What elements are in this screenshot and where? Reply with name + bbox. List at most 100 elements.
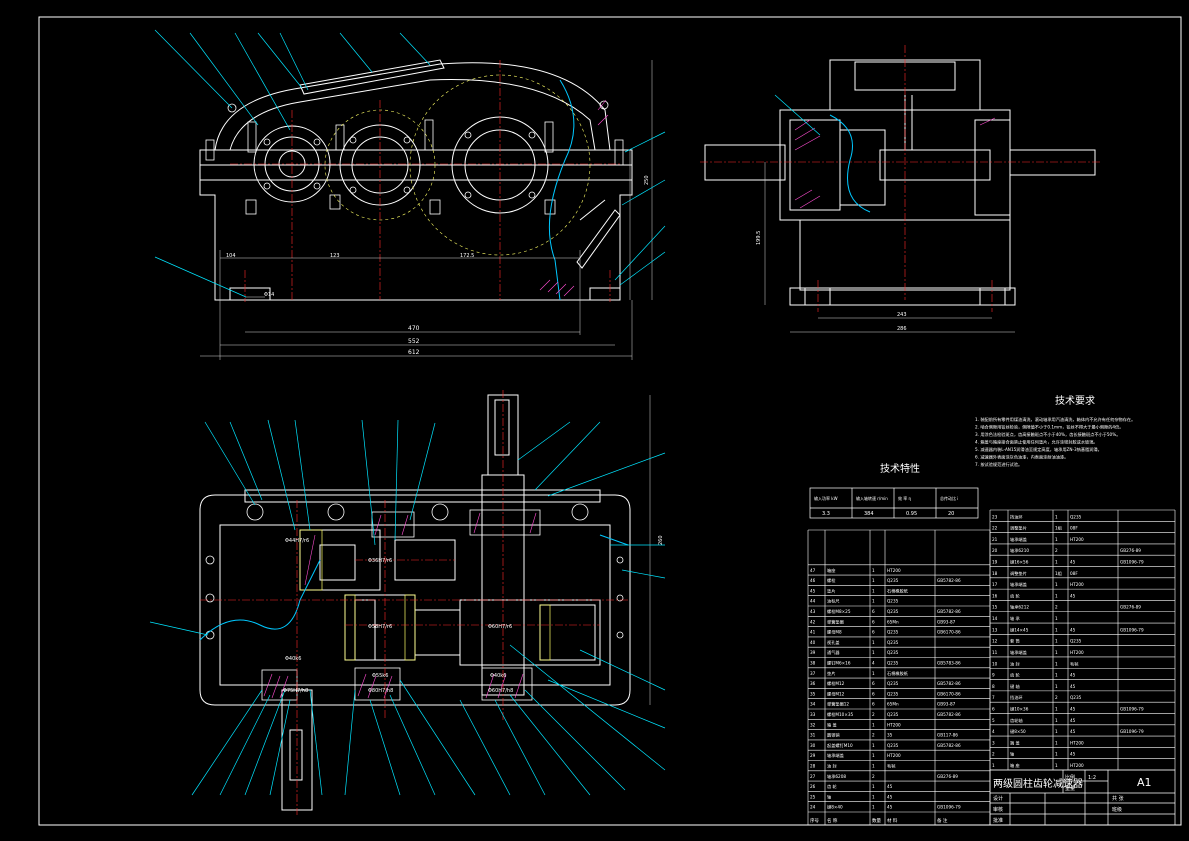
side-view [629,45,1100,333]
bom-row-name: 螺栓M12 [827,680,845,687]
bom-row-number: 45 [810,588,816,593]
bom-row-number: 29 [810,753,816,758]
tech-requirement-line: 7. 按试验规范进行试验。 [975,461,1022,468]
bom-row-standard: GB1096-79 [1120,627,1144,632]
bom-row-number: 10 [992,661,998,666]
bom-row-qty: 1 [872,650,875,655]
weight-label: 重量 [1065,785,1075,792]
bom-row-standard: GB5782-86 [937,681,961,686]
bom-row-name: 轴 [1010,751,1014,758]
bom-row-qty: 1 [1055,752,1058,757]
fit-label-2: Φ36H7/r6 [368,558,392,564]
bom-row-standard: GB93-87 [937,702,956,707]
tech-char-header: 效 率 η [898,495,912,501]
bom-row-name: 键16×56 [1010,559,1029,566]
sheet-border [38,16,1182,826]
bom-row-material: Q235 [1070,514,1082,519]
fit-label-1: Φ44H7/r6 [285,538,309,544]
bom-row-name: 挡油环 [1010,694,1023,701]
bom-row-name: 油标尺 [827,598,840,605]
bom-row-qty: 1 [872,743,875,748]
bom-row-standard: GB276-89 [1120,605,1141,610]
bom-row-material: 08F [1070,526,1078,531]
front-view [154,29,666,360]
bom-row-standard: GB1096-79 [1120,560,1144,565]
bom-row-number: 7 [992,695,995,700]
bom-row-qty: 6 [872,681,875,686]
fit-label-9: Φ80H7/h8 [368,688,393,694]
bom-row-number: 36 [810,681,816,686]
bom-row-material: 45 [1070,718,1076,723]
bom-row-material: Q235 [887,630,899,635]
bom-row-name: 通气器 [827,649,840,656]
bom-row-standard: GB5782-86 [937,743,961,748]
bom-row-material: 45 [887,794,893,799]
bom-row-name: 键8×40 [827,804,843,811]
bom-row-name: 螺栓 [827,577,836,584]
bom-row-material: 45 [1070,560,1076,565]
dim-552: 552 [408,338,420,345]
bom-row-qty: 2 [1055,548,1058,553]
bom-row-qty: 4 [872,661,875,666]
bom-row-qty: 1 [872,784,875,789]
bom-row-qty: 1 [872,753,875,758]
bom-row-standard: GB5782-86 [937,609,961,614]
bom-row-name: 齿 轮 [1010,592,1021,599]
tech-requirement-line: 6. 减速器外表面涂灰色油漆，内表面涂耐油油漆。 [975,454,1068,461]
bom-row-number: 23 [992,514,998,519]
bom-row-number: 35 [810,691,816,696]
bom-row-material: 45 [887,805,893,810]
tech-requirement-line: 2. 啮合侧隙用铅丝检验，侧隙值不小于0.1mm，铅丝不得大于最小侧隙的4倍。 [975,424,1123,431]
bom-row-name: 键8×50 [1010,728,1026,735]
bom-row-name: 轴承端盖 [1010,536,1027,543]
bom-row-qty: 2 [872,733,875,738]
bom-row-qty: 1 [872,805,875,810]
side-view-labels: 243 286 199.5 250 [644,175,907,332]
bom-row-standard: GB276-89 [1120,548,1141,553]
bom-row-name: 螺栓M10×35 [827,711,853,718]
fit-label-4: Φ60H7/r6 [488,624,512,630]
bom-row-number: 14 [992,616,998,621]
bom-row-material: 45 [887,784,893,789]
bom-row-name: 箱 座 [1010,762,1020,769]
tech-char-value: 3.3 [822,511,830,517]
bom-row-material: Q235 [887,743,899,748]
front-view-labels: 104 123 172.5 Φ14 470 552 612 [226,253,474,356]
bom-row-qty: 6 [872,630,875,635]
bom-row-name: 轴承6208 [827,773,846,780]
bom-row-material: 45 [1070,684,1076,689]
bom-row-material: Q235 [887,599,899,604]
bom-row-material: 45 [1070,752,1076,757]
bom-row-qty: 1 [872,722,875,727]
bom-row-qty: 1组 [1055,525,1062,531]
bom-row-number: 15 [992,605,998,610]
tech-requirement-line: 1. 装配前所有零件用煤油清洗，滚动轴承用汽油清洗，箱体内不允许有任何杂物存在。 [975,416,1135,423]
bom-row-material: Q235 [887,712,899,717]
bom-row-name: 调整垫片 [1010,570,1027,577]
bom-row-name: 螺母M8 [827,629,842,636]
plan-view-labels: Φ44H7/r6 Φ36H7/r6 Φ58H7/r6 Φ60H7/r6 Φ40k… [283,535,664,694]
bom-row-standard: GB1096-79 [1120,729,1144,734]
tech-requirement-line: 5. 减速器内装L-AN15润滑油至规定高度，轴承用ZN-3钠基脂润滑。 [975,446,1102,453]
bom-row-name: 挡油环 [1010,513,1023,520]
fit-label-5: Φ40k6 [285,656,301,662]
bom-row-number: 2 [992,752,995,757]
dim-286: 286 [897,326,907,332]
dim-172: 172.5 [460,253,474,259]
bom-row-qty: 1 [1055,616,1058,621]
dim-hole: Φ14 [264,292,274,298]
bom-row-number: 46 [810,578,816,583]
bom-row-name: 齿 轮 [827,783,838,790]
bom-row-name: 弹簧垫圈12 [827,701,849,708]
tech-char-value: 20 [948,511,954,517]
bom-row-number: 31 [810,733,816,738]
scale-label: 比例 [1065,774,1075,781]
bom-row-qty: 2 [1055,695,1058,700]
dim-123: 123 [330,253,340,259]
bom-row-name: 螺母M12 [827,690,845,697]
bom-row-number: 12 [992,639,998,644]
scale-value: 1:2 [1088,775,1096,781]
bom-row-material: Q235 [887,650,899,655]
bom-row-number: 32 [810,722,816,727]
bom-row-number: 8 [992,684,995,689]
